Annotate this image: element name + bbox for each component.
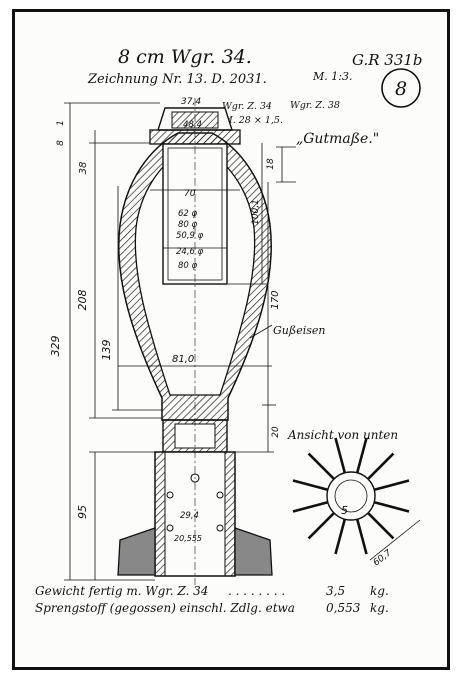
charge-value: 0,553 (326, 601, 361, 615)
dim-80b: 80 φ (178, 261, 198, 271)
fin-1 (373, 500, 410, 513)
charge-unit: kg. (370, 601, 389, 615)
dim-60-7: 60,7 (372, 548, 394, 568)
dim-100-1: 100,1 (251, 199, 261, 225)
fin-2 (367, 512, 395, 540)
dim-fuze-diameter: 48,4 (183, 120, 202, 130)
dim-24-6: 24,6 φ (176, 247, 204, 257)
fin-9 (334, 437, 347, 474)
dim-top-diameter: 37,4 (181, 97, 201, 107)
dim-38: 38 (78, 162, 89, 175)
drawing-title: 8 cm Wgr. 34. (118, 46, 252, 68)
dim-208: 208 (76, 290, 89, 311)
dim-62: 62 φ (178, 209, 198, 219)
dim-81: 81,0 (172, 354, 194, 365)
fin-11 (367, 452, 395, 480)
shell-section (117, 98, 273, 585)
fin-5 (307, 512, 335, 540)
fuze-label-z34: Wgr. Z. 34 (222, 101, 272, 112)
fin-6 (292, 500, 329, 513)
weight-label: Gewicht fertig m. Wgr. Z. 34 (35, 584, 208, 598)
scale-label: M. 1:3. (312, 70, 352, 83)
dim-50-9: 50,9 φ (176, 231, 204, 241)
material-label: Gußeisen (273, 324, 326, 337)
dim-329: 329 (49, 336, 62, 357)
reference-code: G.R 331b (352, 51, 423, 69)
fin-12 (373, 479, 410, 492)
weight-value: 3,5 (326, 584, 345, 598)
fin-3 (355, 518, 368, 555)
bottom-view-label: Ansicht von unten (287, 428, 398, 442)
fin-4 (334, 518, 347, 555)
weight-leaders: . . . . . . . . (228, 584, 285, 598)
dim-20: 20 (271, 426, 281, 438)
drawing-number: Zeichnung Nr. 13. D. 2031. (87, 72, 267, 87)
dim-80a: 80 φ (178, 220, 198, 230)
dim-139: 139 (100, 340, 113, 361)
sheet-number: 8 (395, 78, 407, 100)
sheet-number-circle (381, 68, 421, 108)
dim-5: 5 (341, 504, 348, 517)
left-dimension-lines (64, 102, 162, 581)
dim-95: 95 (76, 505, 89, 519)
dim-170: 170 (270, 290, 281, 309)
weight-unit: kg. (370, 584, 389, 598)
thread-label: M. 28 × 1,5. (222, 115, 283, 126)
right-dimension-lines (228, 143, 296, 453)
dim-70: 70 (184, 189, 196, 199)
bottom-view-fins (292, 437, 410, 555)
fin-7 (292, 479, 329, 492)
fuze-label-z38: Wgr. Z. 38 (290, 100, 340, 111)
fin-10 (355, 437, 368, 474)
dim-8: 8 (56, 140, 66, 146)
charge-label: Sprengstoff (gegossen) einschl. Zdlg. et… (35, 601, 295, 615)
dim-20-555: 20,555 (174, 534, 202, 543)
dim-1: 1 (56, 120, 66, 126)
fin-8 (307, 452, 335, 480)
dim-29-4: 29,4 (180, 511, 199, 521)
dim-18: 18 (266, 158, 276, 170)
gutmasse-label: „Gutmaße." (296, 131, 379, 147)
